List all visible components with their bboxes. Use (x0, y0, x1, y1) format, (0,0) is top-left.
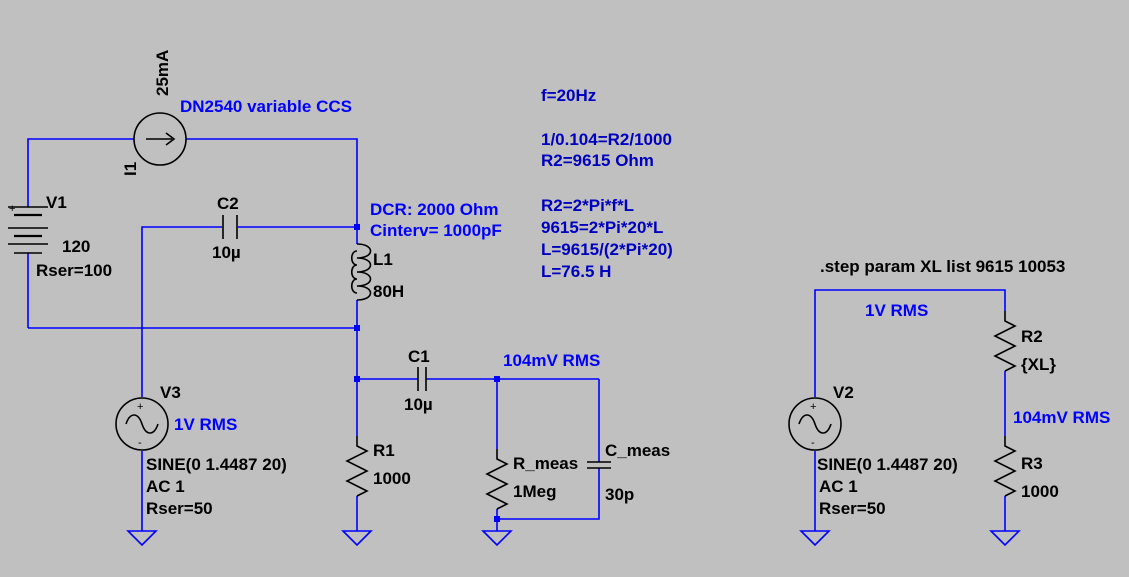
capacitor-c1[interactable]: C1 10µ (404, 347, 433, 414)
v2-ac: AC 1 (819, 477, 858, 496)
sine-wave (125, 414, 159, 434)
plus-icon: + (810, 401, 816, 413)
v3-source: SINE(0 1.4487 20) (146, 455, 287, 474)
i1-label: DN2540 variable CCS (180, 97, 352, 116)
v2-source: SINE(0 1.4487 20) (817, 455, 958, 474)
r1-ref: R1 (373, 441, 395, 460)
minus-icon: - (811, 437, 815, 449)
v2-rser: Rser=50 (819, 499, 886, 518)
wire-v2-top[interactable] (814, 289, 1006, 397)
resistor-icon (993, 311, 1017, 372)
v3-ac: AC 1 (146, 477, 185, 496)
r3-value: 1000 (1021, 482, 1059, 501)
r2-value: {XL} (1021, 355, 1056, 374)
l1-value: 80H (373, 282, 404, 301)
ground-icon[interactable] (126, 530, 158, 547)
sine-source-v3[interactable]: + - V3 1V RMS SINE(0 1.4487 20) AC 1 Rse… (115, 383, 287, 518)
resistor-r-meas[interactable]: R_meas 1Meg (485, 449, 578, 510)
ground-icon[interactable] (481, 530, 513, 547)
inductor-icon (356, 243, 372, 301)
ground-icon[interactable] (341, 530, 373, 547)
c2-ref: C2 (217, 194, 239, 213)
c1-ref: C1 (408, 347, 430, 366)
junction-dot (354, 376, 360, 382)
note-line[interactable]: 9615=2*Pi*20*L (541, 218, 663, 237)
r-meas-value: 1Meg (513, 482, 556, 501)
ground-icon[interactable] (799, 530, 831, 547)
note-line[interactable]: L=9615/(2*Pi*20) (541, 240, 673, 259)
junction-dot (354, 224, 360, 230)
meas-rms-label: 104mV RMS (503, 351, 600, 370)
r-meas-ref: R_meas (513, 454, 578, 473)
v3-ref: V3 (160, 383, 181, 402)
current-source-i1[interactable]: I1 25mA DN2540 variable CCS (121, 50, 352, 176)
sine-wave (798, 414, 832, 434)
sine-source-icon (115, 397, 169, 451)
resistor-r1[interactable]: R1 1000 (345, 436, 411, 497)
r2-ref: R2 (1021, 327, 1043, 346)
calc-notes: f=20Hz 1/0.104=R2/1000 R2=9615 Ohm R2=2*… (541, 86, 673, 281)
v2-ref: V2 (833, 383, 854, 402)
wire-top-left[interactable] (27, 138, 134, 207)
battery-v1[interactable]: + V1 120 Rser=100 (8, 193, 112, 280)
v3-rms: 1V RMS (174, 415, 237, 434)
wire-cmeas-bottom[interactable] (497, 468, 600, 520)
ground-icon[interactable] (989, 530, 1021, 547)
v1-rser: Rser=100 (36, 261, 112, 280)
grounds (126, 530, 1021, 547)
note-line[interactable]: f=20Hz (541, 86, 596, 105)
i1-value: 25mA (153, 50, 172, 96)
resistor-r2[interactable]: R2 {XL} (993, 311, 1056, 374)
l1-cinterv: Cinterv= 1000pF (370, 221, 502, 240)
step-directive[interactable]: .step param XL list 9615 10053 (820, 257, 1065, 276)
c-meas-ref: C_meas (605, 441, 670, 460)
wire-c2-left[interactable] (141, 226, 222, 397)
plus-icon: + (137, 401, 143, 413)
note-line[interactable]: R2=9615 Ohm (541, 151, 654, 170)
junction-dot (354, 325, 360, 331)
l1-dcr: DCR: 2000 Ohm (370, 200, 498, 219)
note-line[interactable]: R2=2*Pi*f*L (541, 196, 634, 215)
note-line[interactable]: L=76.5 H (541, 262, 611, 281)
v3-rser: Rser=50 (146, 499, 213, 518)
r3-ref: R3 (1021, 454, 1043, 473)
resistor-icon (345, 436, 369, 497)
inductor-l1[interactable]: L1 80H DCR: 2000 Ohm Cinterv= 1000pF (350, 200, 502, 301)
c2-value: 10µ (212, 243, 241, 262)
wire-top-right[interactable] (186, 138, 358, 227)
junction-dot (494, 376, 500, 382)
c1-value: 10µ (404, 395, 433, 414)
right-node-rms-label: 104mV RMS (1013, 408, 1110, 427)
v1-value: 120 (62, 237, 90, 256)
v1-ref: V1 (46, 193, 67, 212)
arrow-head (165, 132, 176, 146)
resistor-r3[interactable]: R3 1000 (993, 436, 1059, 501)
inductor-core (350, 250, 358, 294)
junctions (354, 224, 500, 522)
capacitor-c-meas[interactable]: C_meas 30p (587, 441, 670, 504)
sine-source-icon (788, 397, 842, 451)
plus-icon: + (9, 203, 15, 215)
r1-value: 1000 (373, 469, 411, 488)
resistor-icon (993, 436, 1017, 497)
sine-source-v2[interactable]: + - V2 SINE(0 1.4487 20) AC 1 Rser=50 (788, 383, 958, 518)
minus-icon: - (138, 437, 142, 449)
l1-ref: L1 (373, 250, 393, 269)
capacitor-c2[interactable]: C2 10µ (212, 194, 241, 262)
i1-ref: I1 (121, 162, 140, 176)
current-source-icon (133, 112, 187, 166)
right-source-rms-label: 1V RMS (865, 301, 928, 320)
wires (27, 138, 1006, 531)
junction-dot (494, 516, 500, 522)
c-meas-value: 30p (605, 485, 634, 504)
note-line[interactable]: 1/0.104=R2/1000 (541, 130, 672, 149)
resistor-icon (485, 449, 509, 510)
